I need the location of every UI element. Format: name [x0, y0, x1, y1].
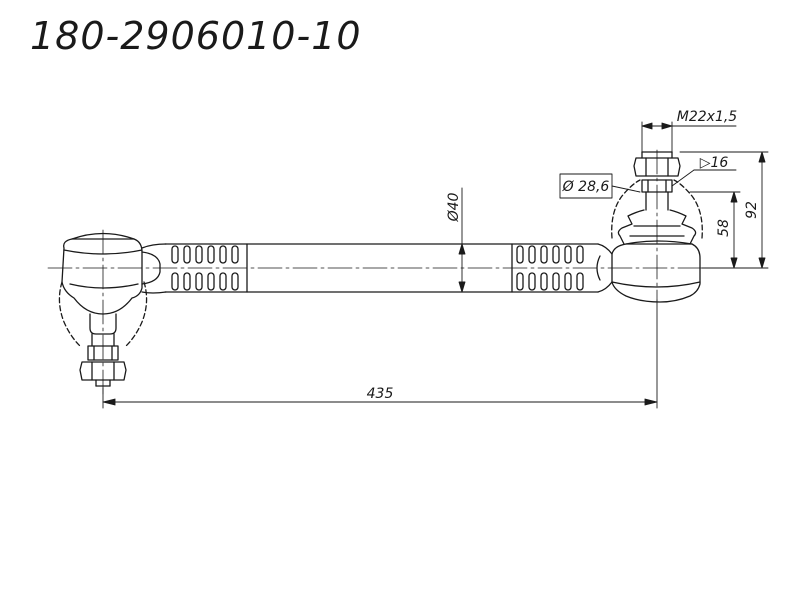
dim-pin-height-small: 58 — [716, 219, 732, 237]
diameter-symbol: Ø — [446, 209, 462, 222]
tube — [164, 243, 599, 293]
svg-text:▷16: ▷16 — [700, 155, 729, 171]
part-number-title: 180-2906010-10 — [30, 14, 362, 58]
right-clamp-ribs — [516, 245, 584, 291]
svg-text:Ø40: Ø40 — [446, 192, 462, 222]
taper-symbol: ▷ — [700, 155, 711, 171]
dim-overall-length: 435 — [367, 386, 394, 402]
dim-tube-diameter: 40 — [446, 192, 462, 210]
diameter-symbol: Ø — [562, 179, 575, 195]
center-lines — [47, 149, 743, 396]
dimension-labels: 435 Ø40 M22x1,5 ▷16 Ø 28,6 58 92 — [367, 109, 760, 402]
svg-text:Ø 28,6: Ø 28,6 — [562, 179, 610, 195]
dim-thread: M22x1,5 — [677, 109, 738, 125]
left-ball-joint — [58, 232, 167, 387]
dim-taper: 16 — [710, 155, 728, 171]
dim-pin-height-total: 92 — [744, 201, 760, 219]
left-clamp-ribs — [171, 245, 239, 291]
right-ball-joint — [596, 151, 703, 303]
dim-ball-diameter: 28,6 — [578, 179, 609, 195]
dimension-lines — [102, 121, 769, 409]
